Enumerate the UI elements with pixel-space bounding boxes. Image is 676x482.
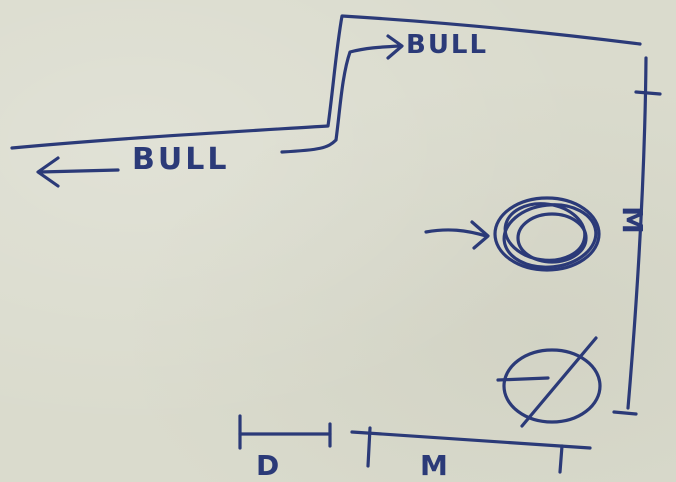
wall-outline (10, 14, 642, 150)
right-dimension-tick-top (634, 90, 662, 96)
dimension-label-bottom-right: M (420, 449, 448, 482)
bottom-dimension-right (350, 430, 592, 450)
pointer-arrow (424, 228, 488, 238)
right-dimension-tick-bottom (612, 410, 638, 416)
dimension-label-right: M (616, 206, 649, 234)
right-dimension-line (626, 56, 648, 410)
bull-upper-label: BULL (406, 30, 489, 60)
bottom-dimension-right-tick-a (366, 426, 372, 468)
dimension-label-bottom-left: D (256, 449, 280, 482)
pointer-arrowhead (470, 220, 490, 250)
crossed-circle (502, 348, 602, 424)
bottom-dimension-right-tick-b (558, 444, 564, 474)
bull-upper-arrow (280, 44, 402, 154)
crossed-circle-dash (496, 376, 550, 382)
scribbled-circle (493, 196, 601, 272)
crossed-circle-slash (520, 336, 598, 428)
bull-upper-arrowhead (386, 34, 404, 60)
bull-lower-arrow (38, 168, 120, 174)
bull-lower-arrowhead (36, 156, 60, 188)
bull-lower-label: BULL (132, 142, 230, 177)
